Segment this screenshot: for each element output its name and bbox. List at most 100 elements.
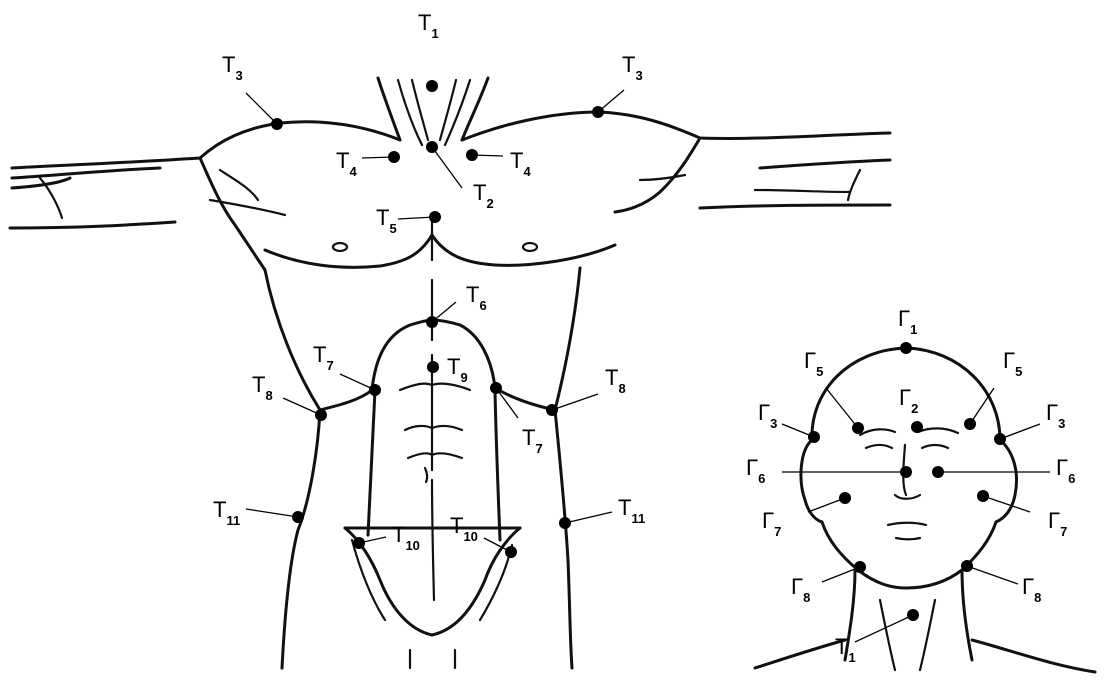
point-marker-t3-right [592,106,604,118]
point-letter: T [835,634,848,659]
point-marker-t2 [426,141,438,153]
point-subscript: 1 [848,650,855,665]
point-letter: T [510,148,523,173]
point-marker-t10-right [505,546,517,558]
point-subscript: 4 [349,164,357,179]
point-subscript: 5 [389,221,396,236]
point-label-t11-left: T11 [213,497,240,528]
point-marker-t4-right [466,149,478,161]
point-subscript: 3 [635,68,642,83]
point-marker-t1-top [426,80,438,92]
point-marker-g7-left [839,492,851,504]
point-marker-t3-left [271,118,283,130]
point-letter: Γ [791,574,803,599]
point-letter: Γ [1048,508,1060,533]
point-label-t3-left: T3 [222,52,243,83]
leader-line-t11-right [565,512,612,523]
leader-line-t3-left [246,93,277,124]
point-label-t10-right: T10 [450,513,478,544]
point-label-t9: T9 [447,354,468,385]
point-marker-g2 [911,421,923,433]
point-marker-t7-left [369,384,381,396]
point-letter: Γ [762,508,774,533]
point-subscript: 6 [758,471,765,486]
point-subscript: 10 [463,529,477,544]
point-subscript: 7 [1060,524,1067,539]
point-subscript: 3 [235,68,242,83]
point-letter: Γ [899,385,911,410]
point-marker-g8-right [961,560,973,572]
point-subscript: 6 [479,298,486,313]
point-letter: Γ [804,348,816,373]
point-letter: T [447,354,460,379]
leader-line-t2 [432,147,462,188]
point-letter: T [418,10,431,35]
point-marker-t1-neck [907,609,919,621]
point-marker-t5 [429,211,441,223]
point-letter: Γ [1003,348,1015,373]
point-subscript: 8 [803,590,810,605]
point-subscript: 8 [265,388,272,403]
point-marker-g3-right [994,433,1006,445]
point-marker-g1 [900,342,912,354]
point-label-t1-top: T1 [418,10,439,41]
point-marker-g7-right [977,490,989,502]
point-label-t8-right: T8 [605,365,626,396]
point-subscript: 5 [816,364,823,379]
point-letter: Γ [1022,574,1034,599]
point-letter: Γ [746,455,758,480]
point-marker-g6-right [932,466,944,478]
point-label-t5: T5 [376,205,397,236]
point-marker-g6-left [900,466,912,478]
point-label-t2: T2 [473,180,494,211]
point-subscript: 4 [523,164,531,179]
point-label-t11-right: T11 [618,495,645,526]
point-label-t4-right: T4 [510,148,531,179]
point-letter: T [313,342,326,367]
point-subscript: 3 [770,416,777,431]
point-subscript: 1 [431,26,438,41]
point-label-t4-left: T4 [336,148,357,179]
point-letter: T [213,497,226,522]
point-letter: T [376,205,389,230]
point-subscript: 8 [618,381,625,396]
point-marker-g3-left [808,431,820,443]
point-label-t3-right: T3 [622,52,643,83]
point-marker-g8-left [854,561,866,573]
point-marker-t10-left [353,537,365,549]
point-subscript: 8 [1034,590,1041,605]
point-letter: Γ [898,306,910,331]
point-subscript: 2 [486,196,493,211]
point-label-t6: T6 [466,282,487,313]
point-letter: T [392,522,405,547]
point-subscript: 7 [774,524,781,539]
point-subscript: 11 [226,513,240,528]
point-subscript: 11 [631,511,645,526]
point-marker-t8-right [546,404,558,416]
leader-line-t11-left [246,509,298,517]
point-label-t7-right: T7 [522,425,543,456]
point-subscript: 3 [1058,416,1065,431]
point-letter: T [622,52,635,77]
point-label-t7-left: T7 [313,342,334,373]
point-label-t8-left: T8 [252,372,273,403]
point-subscript: 10 [405,538,419,553]
point-subscript: 9 [460,370,467,385]
point-marker-t8-left [315,409,327,421]
point-letter: T [222,52,235,77]
point-letter: Γ [1046,400,1058,425]
point-subscript: 1 [910,322,917,337]
point-letter: T [618,495,631,520]
point-subscript: 6 [1068,471,1075,486]
point-letter: Γ [758,400,770,425]
point-marker-t7-right [490,382,502,394]
point-marker-g5-right [964,418,976,430]
point-marker-t9 [427,361,439,373]
point-subscript: 5 [1015,364,1022,379]
point-letter: T [466,282,479,307]
point-marker-t11-right [559,517,571,529]
point-letter: T [252,372,265,397]
point-marker-t4-left [388,151,400,163]
point-subscript: 2 [911,401,918,416]
